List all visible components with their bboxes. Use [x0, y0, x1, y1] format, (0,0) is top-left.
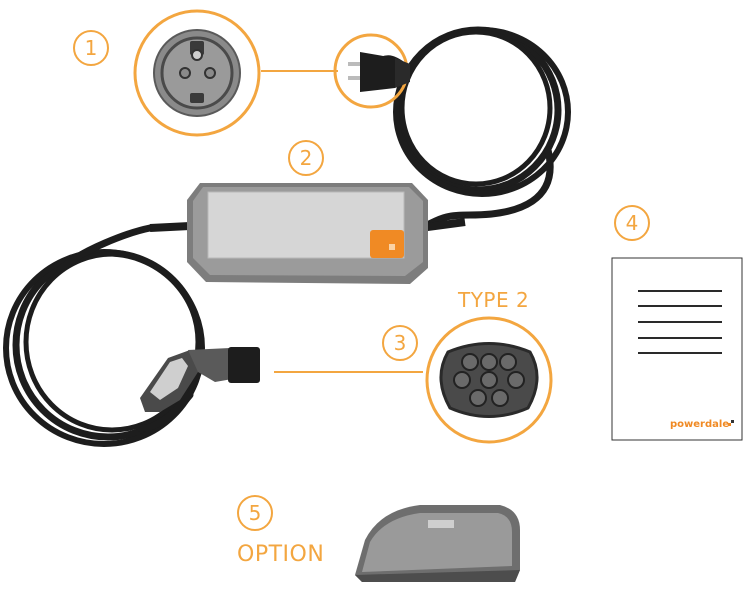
callout-badge-4: 4 [614, 205, 650, 241]
lower-cable-coil [3, 224, 205, 447]
callout-badge-5: 5 [237, 495, 273, 531]
callout-badge-3: 3 [382, 325, 418, 361]
type2-label: TYPE 2 [458, 288, 530, 312]
plug-head [333, 33, 410, 109]
callout-badge-1: 1 [73, 30, 109, 66]
type2-connector-icon [425, 316, 553, 444]
callout-badge-2: 2 [288, 140, 324, 176]
option-label: OPTION [237, 542, 325, 567]
manual-brand-logo: powerdale [670, 419, 730, 430]
box-cable-in [149, 222, 191, 232]
wall-holder-icon [355, 505, 520, 582]
manual-icon [611, 257, 743, 441]
type2-gun [140, 347, 260, 412]
schuko-plug-icon [133, 9, 261, 137]
control-box-icon [187, 183, 428, 284]
